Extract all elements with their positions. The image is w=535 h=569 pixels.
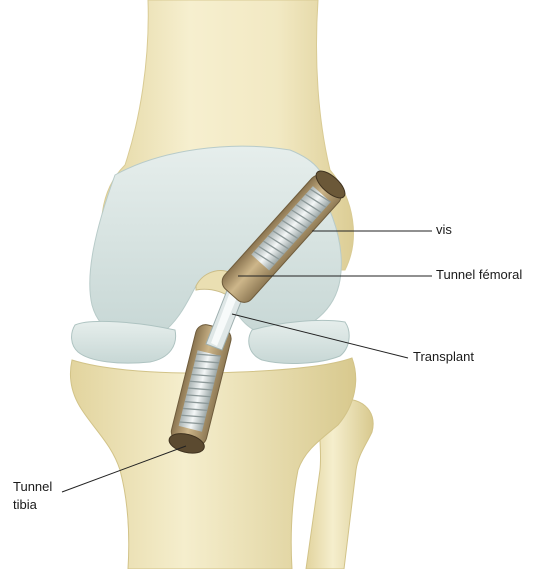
label-tibial-tunnel-line1: Tunnel <box>13 478 52 496</box>
femoral-cartilage <box>90 146 342 339</box>
label-screw: vis <box>436 221 452 239</box>
label-graft: Transplant <box>413 348 474 366</box>
label-femoral-tunnel: Tunnel fémoral <box>436 266 522 284</box>
label-tibial-tunnel-line2: tibia <box>13 496 37 514</box>
